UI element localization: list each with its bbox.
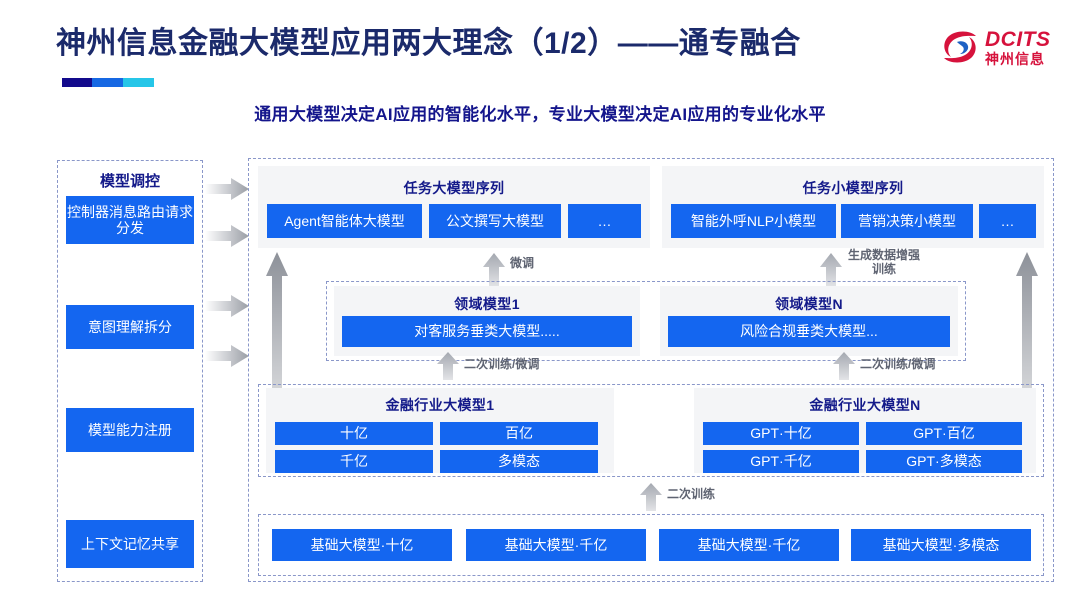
domain-chip-risk-compliance[interactable]: 风险合规垂类大模型... <box>668 316 950 347</box>
industry-chip-gpt-1-billion[interactable]: GPT·十亿 <box>703 422 859 445</box>
page-subtitle: 通用大模型决定AI应用的智能化水平，专业大模型决定AI应用的专业化水平 <box>254 105 826 124</box>
sidebar-item-context-memory[interactable]: 上下文记忆共享 <box>66 520 194 568</box>
foundation-chip-multimodal[interactable]: 基础大模型·多模态 <box>851 529 1031 561</box>
industry-chip-multimodal[interactable]: 多模态 <box>440 450 598 473</box>
task-chip-agent-model[interactable]: Agent智能体大模型 <box>267 204 422 238</box>
domain-layer-frame <box>326 281 966 361</box>
industry-chip-gpt-multimodal[interactable]: GPT·多模态 <box>866 450 1022 473</box>
foundation-chip-100-billion-a[interactable]: 基础大模型·千亿 <box>466 529 646 561</box>
foundation-layer-frame <box>258 514 1044 576</box>
industry-group-1-title: 金融行业大模型1 <box>385 397 495 413</box>
task-group-small-title: 任务小模型序列 <box>802 180 904 196</box>
arrow-label-data-augment: 生成数据增强 训练 <box>848 248 921 276</box>
arrow-retrain-finetune-left-icon <box>437 352 459 380</box>
sidebar-title: 模型调控 <box>99 173 160 190</box>
brand-logo: DCITS 神州信息 <box>940 22 1066 72</box>
task-chip-marketing-decision-model[interactable]: 营销决策小模型 <box>841 204 973 238</box>
arrow-foundation-to-task-left-icon <box>266 252 288 477</box>
accent-segment-1 <box>62 78 92 87</box>
arrow-foundation-to-task-right-icon <box>1016 252 1038 477</box>
domain-group-n-title: 领域模型N <box>774 296 844 312</box>
arrow-label-retrain: 二次训练 <box>667 487 716 501</box>
foundation-chip-100-billion-b[interactable]: 基础大模型·千亿 <box>659 529 839 561</box>
arrow-label-finetune: 微调 <box>510 256 535 270</box>
page-title: 神州信息金融大模型应用两大理念（1/2）——通专融合 <box>56 27 801 60</box>
sidebar-frame <box>57 160 203 582</box>
arrow-finetune-icon <box>483 253 505 287</box>
arrow-sidebar-3-icon <box>205 295 249 317</box>
task-chip-more-large[interactable]: … <box>568 204 641 238</box>
accent-segment-3 <box>123 78 154 87</box>
domain-group-1-title: 领域模型1 <box>454 296 520 312</box>
sidebar-item-capability-register[interactable]: 模型能力注册 <box>66 408 194 452</box>
industry-group-n-title: 金融行业大模型N <box>809 397 921 413</box>
sidebar-item-intent-parsing[interactable]: 意图理解拆分 <box>66 305 194 349</box>
industry-chip-1-billion[interactable]: 十亿 <box>275 422 433 445</box>
logo-text-en: DCITS <box>985 27 1051 51</box>
arrow-retrain-finetune-right-icon <box>833 352 855 380</box>
industry-layer-frame <box>258 384 1044 477</box>
industry-chip-gpt-10-billion[interactable]: GPT·百亿 <box>866 422 1022 445</box>
accent-segment-2 <box>92 78 123 87</box>
arrow-sidebar-4-icon <box>205 345 249 367</box>
industry-chip-10-billion[interactable]: 百亿 <box>440 422 598 445</box>
domain-chip-customer-service[interactable]: 对客服务垂类大模型..... <box>342 316 632 347</box>
arrow-data-augment-icon <box>820 253 842 287</box>
arrow-sidebar-1-icon <box>205 178 249 200</box>
arrow-retrain-icon <box>640 483 662 511</box>
task-chip-document-writing-model[interactable]: 公文撰写大模型 <box>429 204 561 238</box>
arrow-label-retrain-finetune-right: 二次训练/微调 <box>860 357 936 371</box>
industry-chip-100-billion[interactable]: 千亿 <box>275 450 433 473</box>
industry-chip-gpt-100-billion[interactable]: GPT·千亿 <box>703 450 859 473</box>
arrow-sidebar-2-icon <box>205 225 249 247</box>
arrow-label-retrain-finetune-left: 二次训练/微调 <box>464 357 540 371</box>
task-chip-outbound-nlp-model[interactable]: 智能外呼NLP小模型 <box>671 204 836 238</box>
title-accent-bar <box>62 78 154 87</box>
foundation-chip-1-billion[interactable]: 基础大模型·十亿 <box>272 529 452 561</box>
task-group-large-title: 任务大模型序列 <box>403 180 505 196</box>
dcits-swirl-icon <box>944 31 976 63</box>
sidebar-item-controller-routing[interactable]: 控制器消息路由请求分发 <box>66 196 194 244</box>
diagram-outer-frame <box>248 158 1054 582</box>
task-chip-more-small[interactable]: … <box>979 204 1036 238</box>
logo-text-cn: 神州信息 <box>985 50 1045 67</box>
